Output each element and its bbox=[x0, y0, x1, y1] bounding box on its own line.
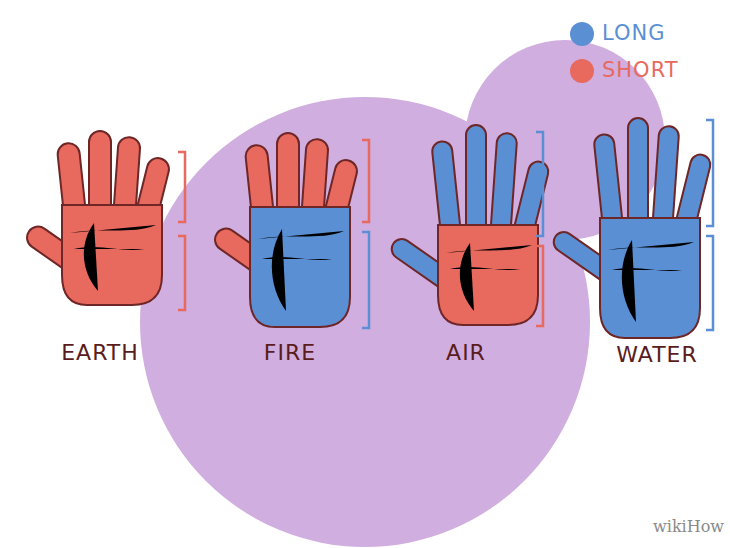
element-label: FIRE bbox=[264, 340, 316, 365]
legend-label: LONG bbox=[602, 21, 665, 45]
fire-hand bbox=[211, 133, 360, 327]
element-label: AIR bbox=[446, 340, 486, 365]
legend-swatch bbox=[570, 59, 594, 83]
air-hand bbox=[388, 125, 551, 325]
legend-swatch bbox=[570, 22, 594, 46]
legend-label: SHORT bbox=[602, 58, 679, 82]
element-label: WATER bbox=[616, 342, 698, 367]
length-bracket bbox=[178, 120, 713, 330]
earth-hand bbox=[23, 131, 172, 305]
element-label: EARTH bbox=[61, 340, 139, 365]
background-blob bbox=[140, 40, 665, 547]
water-hand bbox=[550, 118, 713, 338]
watermark: wikiHow bbox=[653, 517, 724, 536]
